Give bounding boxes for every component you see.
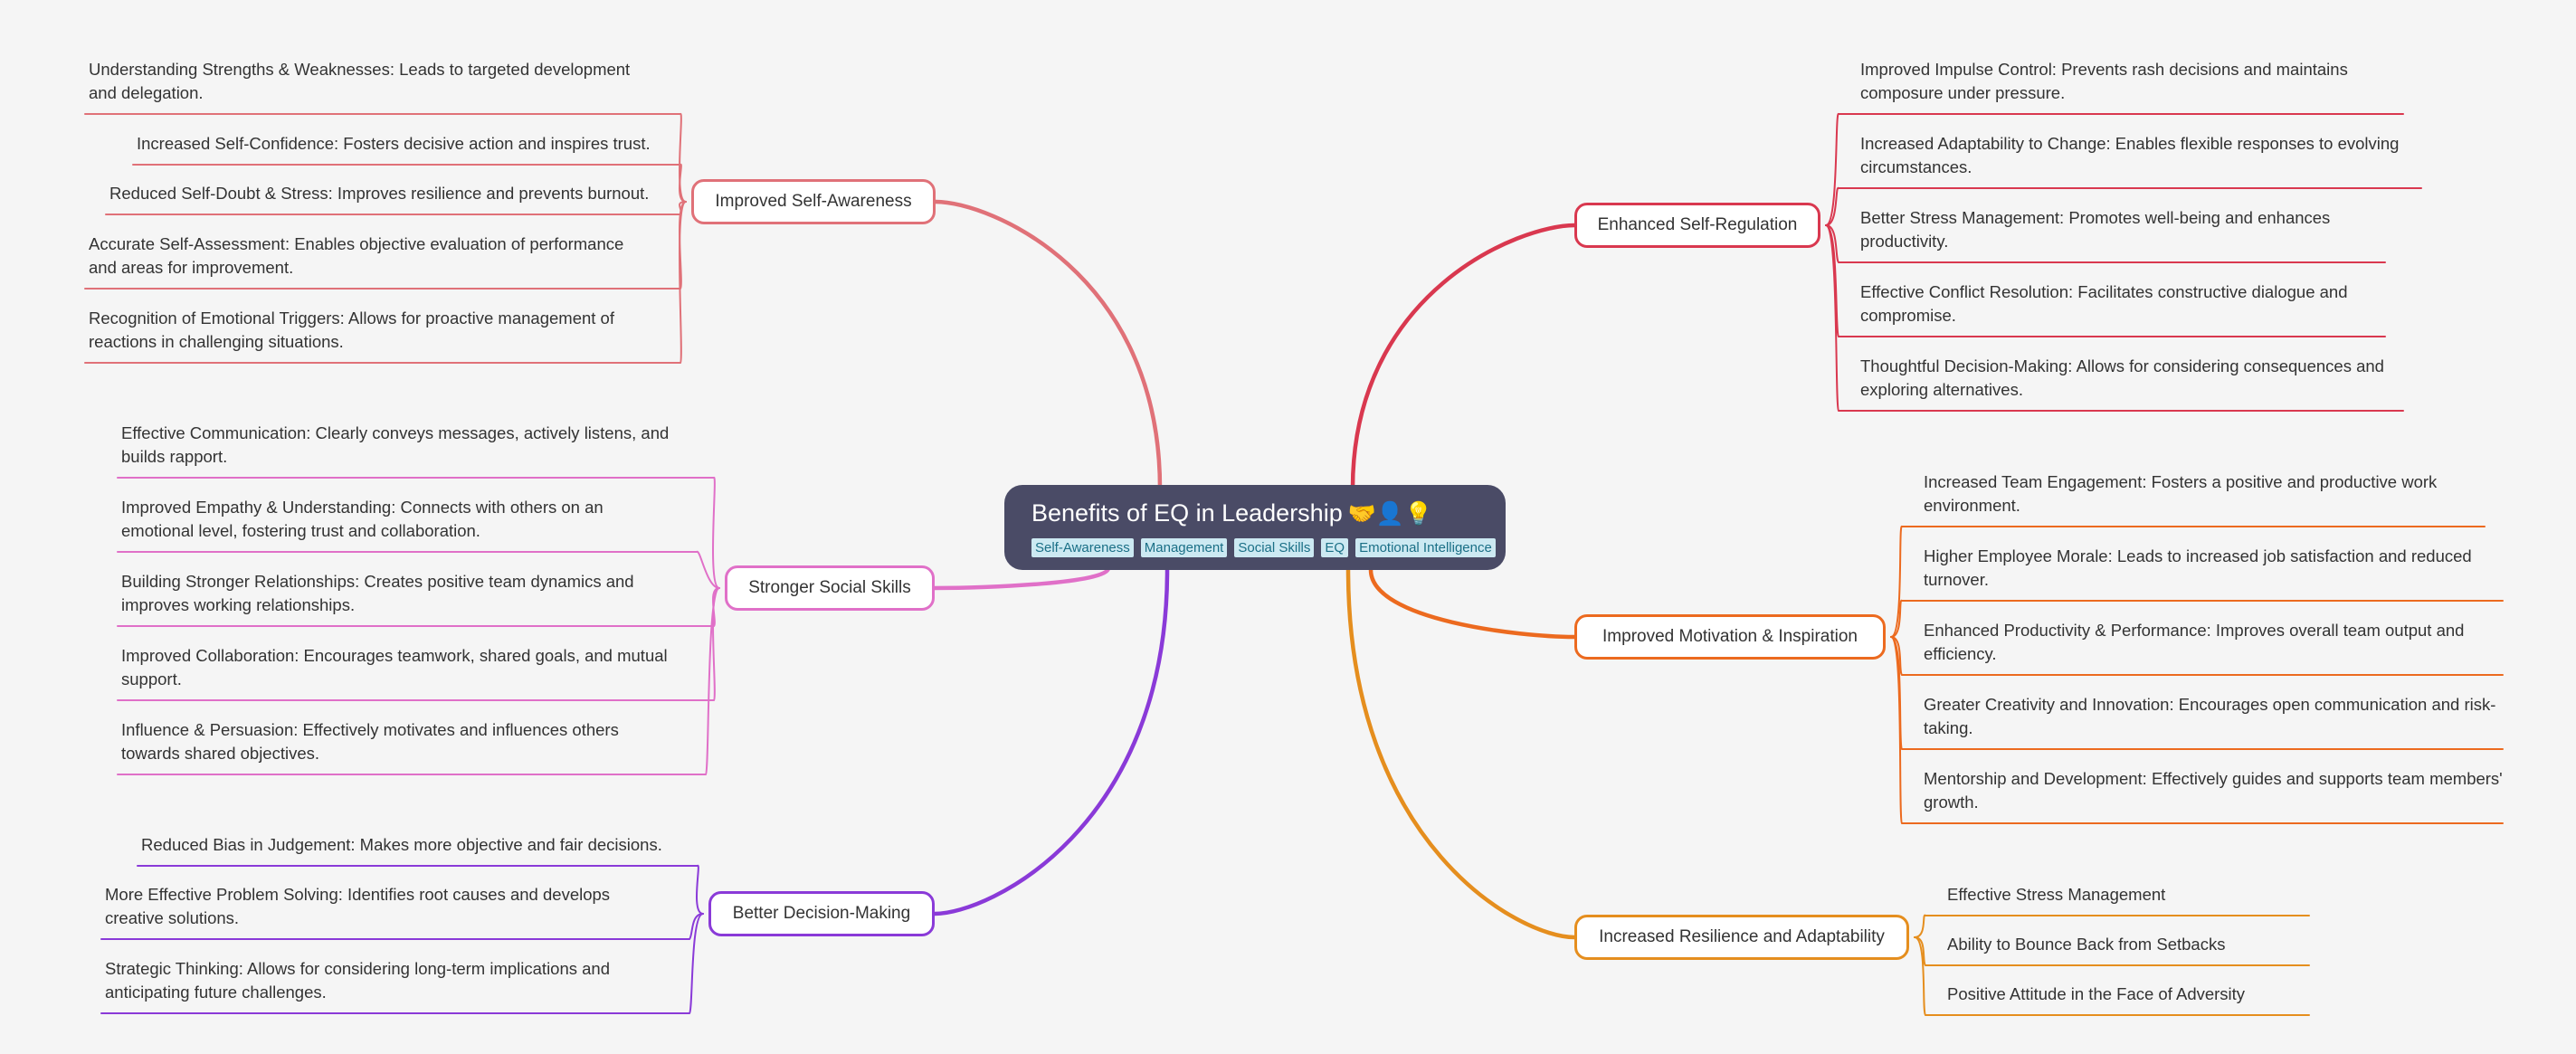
leaf-productivity-performance[interactable]: Enhanced Productivity & Performance: Imp… [1924, 621, 2465, 663]
tag-self-awareness[interactable]: Self-Awareness [1031, 538, 1134, 557]
leaf-connector-self-awareness [132, 163, 687, 203]
central-topic[interactable]: Benefits of EQ in Leadership🤝👤💡 Self-Awa… [1004, 485, 1506, 570]
leaf-self-assessment[interactable]: Accurate Self-Assessment: Enables object… [89, 234, 624, 277]
leaf-connector-self-regulation [1825, 186, 2422, 226]
leaf-improved-collaboration[interactable]: Improved Collaboration: Encourages teamw… [121, 646, 668, 688]
leaf-problem-solving[interactable]: More Effective Problem Solving: Identifi… [105, 885, 611, 927]
branch-connector-self-awareness [933, 199, 1163, 491]
leaf-connector-social-skills [117, 550, 720, 589]
leaf-bounce-back[interactable]: Ability to Bounce Back from Setbacks [1947, 935, 2226, 954]
leaf-connector-self-regulation [1825, 224, 2386, 263]
branch-connector-self-regulation [1350, 223, 1577, 491]
leaf-connector-motivation [1890, 636, 2504, 676]
leaf-employee-morale[interactable]: Higher Employee Morale: Leads to increas… [1924, 546, 2472, 589]
leaf-empathy-understanding[interactable]: Improved Empathy & Understanding: Connec… [121, 498, 604, 540]
leaf-effective-communication[interactable]: Effective Communication: Clearly conveys… [121, 423, 670, 466]
leaf-connector-decision-making [100, 913, 704, 1014]
leaf-connector-social-skills [117, 587, 720, 775]
leaf-connector-self-awareness [84, 201, 687, 364]
topic-improved-self-awareness[interactable]: Improved Self-Awareness [691, 179, 936, 224]
leaf-influence-persuasion[interactable]: Influence & Persuasion: Effectively moti… [121, 720, 619, 763]
leaf-connector-resilience [1914, 914, 2310, 938]
leaf-connector-self-awareness [84, 112, 687, 203]
leaf-connector-self-regulation [1825, 224, 2404, 412]
leaf-connector-motivation [1890, 636, 2504, 824]
leaf-thoughtful-decision-making[interactable]: Thoughtful Decision-Making: Allows for c… [1860, 356, 2384, 399]
leaf-stress-management[interactable]: Better Stress Management: Promotes well-… [1860, 208, 2331, 251]
central-topic-text: Benefits of EQ in Leadership [1031, 499, 1343, 527]
topic-better-decision-making[interactable]: Better Decision-Making [708, 891, 935, 936]
leaf-connector-self-regulation [1825, 112, 2404, 226]
leaf-adaptability-change[interactable]: Increased Adaptability to Change: Enable… [1860, 134, 2400, 176]
central-topic-emoji: 🤝👤💡 [1347, 501, 1433, 527]
leaf-reduced-self-doubt[interactable]: Reduced Self-Doubt & Stress: Improves re… [109, 184, 650, 203]
tag-management[interactable]: Management [1140, 538, 1228, 557]
leaf-connector-motivation [1890, 599, 2504, 638]
leaf-connector-resilience [1914, 936, 2310, 1016]
leaf-self-confidence[interactable]: Increased Self-Confidence: Fosters decis… [137, 134, 651, 153]
tag-list: Self-Awareness Management Social Skills … [1031, 538, 1496, 557]
leaf-emotional-triggers[interactable]: Recognition of Emotional Triggers: Allow… [89, 309, 614, 351]
leaf-understanding-strengths[interactable]: Understanding Strengths & Weaknesses: Le… [89, 60, 631, 102]
leaf-positive-attitude[interactable]: Positive Attitude in the Face of Adversi… [1947, 984, 2246, 1003]
branch-connector-motivation [1368, 567, 1577, 640]
tag-eq[interactable]: EQ [1321, 538, 1349, 557]
leaf-mentorship-development[interactable]: Mentorship and Development: Effectively … [1924, 769, 2503, 812]
tag-social-skills[interactable]: Social Skills [1234, 538, 1315, 557]
topic-stronger-social-skills[interactable]: Stronger Social Skills [725, 565, 935, 611]
central-topic-title: Benefits of EQ in Leadership🤝👤💡 [1031, 496, 1478, 531]
leaf-connector-motivation [1890, 525, 2486, 638]
leaf-creativity-innovation[interactable]: Greater Creativity and Innovation: Encou… [1924, 695, 2496, 737]
leaf-strategic-thinking[interactable]: Strategic Thinking: Allows for consideri… [105, 959, 611, 1002]
branch-connector-social-skills [932, 565, 1111, 591]
leaf-reduced-bias[interactable]: Reduced Bias in Judgement: Makes more ob… [141, 835, 662, 854]
branch-connector-decision-making [932, 567, 1170, 916]
leaf-connector-decision-making [137, 864, 704, 915]
leaf-stronger-relationships[interactable]: Building Stronger Relationships: Creates… [121, 572, 634, 614]
branch-connector-resilience [1345, 567, 1577, 940]
leaf-conflict-resolution[interactable]: Effective Conflict Resolution: Facilitat… [1860, 282, 2348, 325]
topic-improved-motivation-inspiration[interactable]: Improved Motivation & Inspiration [1574, 614, 1886, 660]
leaf-connector-decision-making [100, 913, 704, 940]
topic-enhanced-self-regulation[interactable]: Enhanced Self-Regulation [1574, 203, 1820, 248]
topic-increased-resilience-adaptability[interactable]: Increased Resilience and Adaptability [1574, 915, 1909, 960]
tag-emotional-intelligence[interactable]: Emotional Intelligence [1355, 538, 1496, 557]
leaf-connector-social-skills [117, 476, 720, 589]
leaf-team-engagement[interactable]: Increased Team Engagement: Fosters a pos… [1924, 472, 2438, 515]
leaf-effective-stress-management[interactable]: Effective Stress Management [1947, 885, 2166, 904]
leaf-impulse-control[interactable]: Improved Impulse Control: Prevents rash … [1860, 60, 2348, 102]
